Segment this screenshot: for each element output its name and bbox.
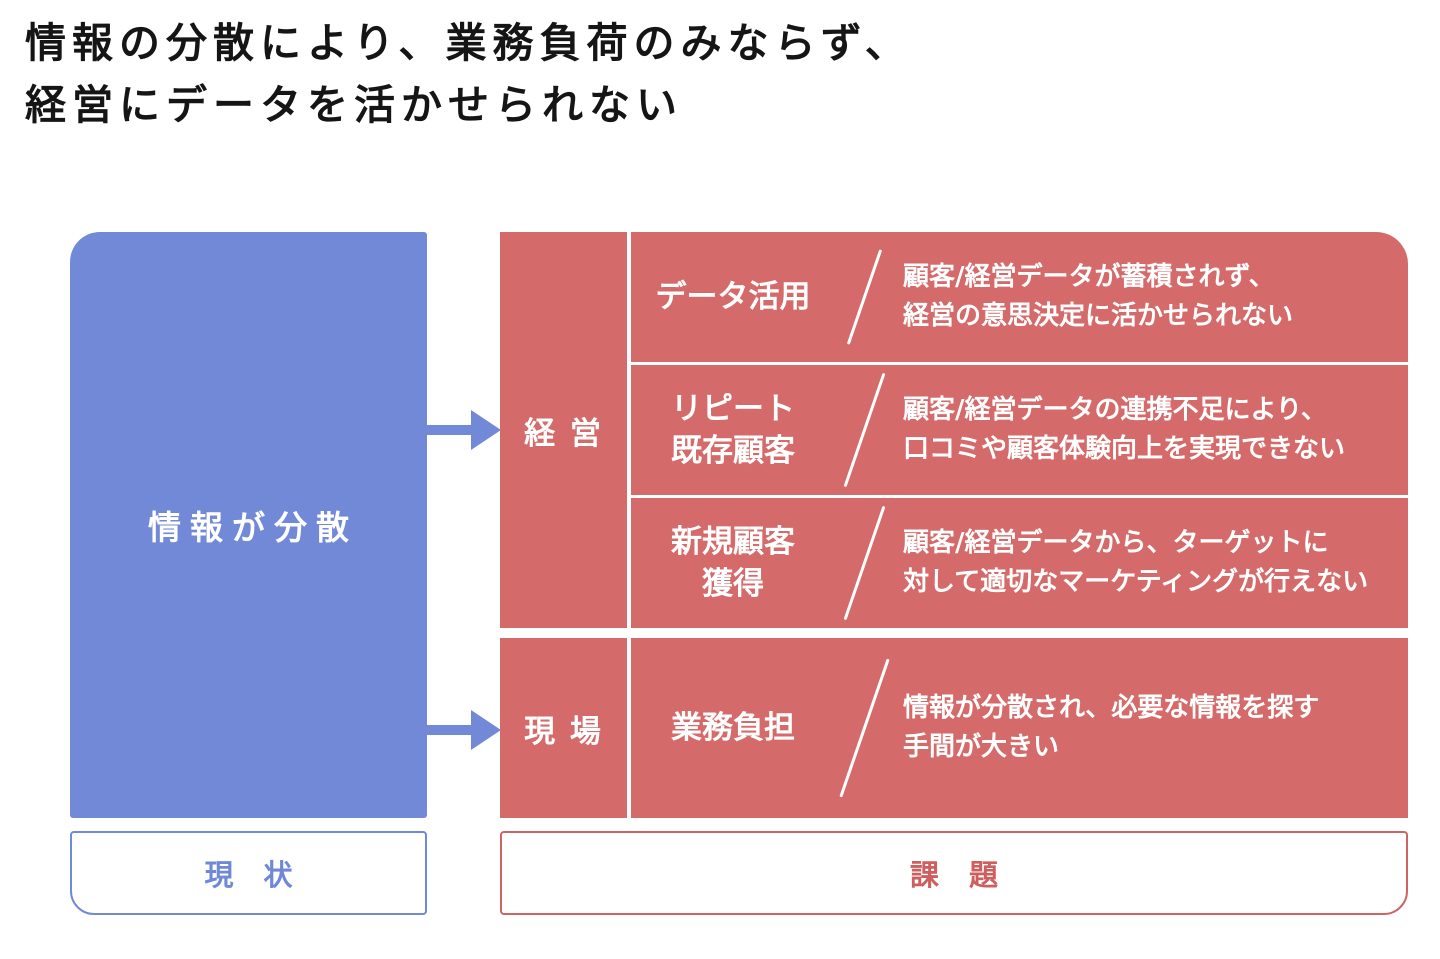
page-title: 情報の分散により、業務負荷のみならず、 経営にデータを活かせられない — [25, 12, 912, 136]
issue-label-line-1: 新規顧客 — [671, 524, 795, 560]
issue-desc-line-1: 顧客/経営データから、ターゲットに — [903, 528, 1329, 558]
issue-row-workload: 業務負担 情報が分散され、必要な情報を探す 手間が大きい — [631, 638, 1408, 818]
issue-label-line-2: 既存顧客 — [671, 433, 795, 469]
slash-divider — [835, 247, 893, 347]
slash-divider — [835, 370, 893, 490]
issue-desc-line-2: 対して適切なマーケティングが行えない — [903, 567, 1369, 597]
issue-desc-line-2: 手間が大きい — [903, 732, 1060, 762]
issues-footer-label: 課 題 — [500, 831, 1408, 915]
arrow-head — [471, 410, 501, 450]
title-line-2: 経営にデータを活かせられない — [25, 81, 683, 129]
issue-description: 情報が分散され、必要な情報を探す 手間が大きい — [893, 689, 1408, 767]
issue-description: 顧客/経営データが蓄積されず、 経営の意思決定に活かせられない — [893, 258, 1408, 336]
arrow-head — [471, 710, 501, 750]
issue-desc-line-2: 経営の意思決定に活かせられない — [903, 301, 1294, 331]
group-label-field: 現 場 — [500, 638, 627, 818]
issue-desc-line-1: 顧客/経営データの連携不足により、 — [903, 395, 1327, 425]
field-issue-rows: 業務負担 情報が分散され、必要な情報を探す 手間が大きい — [631, 638, 1408, 818]
issue-desc-line-1: 情報が分散され、必要な情報を探す — [903, 693, 1320, 723]
issue-label-line-1: リピート — [671, 391, 795, 427]
current-state-footer-label: 現 状 — [70, 831, 427, 915]
current-state-box: 情報が分散 — [70, 232, 427, 818]
issue-label: 新規顧客 獲得 — [631, 521, 835, 605]
arrow-shaft — [427, 725, 471, 735]
issue-description: 顧客/経営データから、ターゲットに 対して適切なマーケティングが行えない — [893, 524, 1408, 602]
title-line-1: 情報の分散により、業務負荷のみならず、 — [25, 19, 912, 67]
issue-row-repeat-existing-customers: リピート 既存顧客 顧客/経営データの連携不足により、 口コミや顧客体験向上を実… — [631, 365, 1408, 495]
issue-label-line-1: データ活用 — [655, 279, 811, 315]
issue-label-line-2: 獲得 — [702, 566, 764, 602]
footer-text-current-state: 現 状 — [204, 858, 303, 892]
field-issues-group: 現 場 業務負担 情報が分散され、必要な情報を探す 手間が大きい — [500, 638, 1408, 818]
issue-label: リピート 既存顧客 — [631, 388, 835, 472]
issue-row-new-customer-acquisition: 新規顧客 獲得 顧客/経営データから、ターゲットに 対して適切なマーケティングが… — [631, 498, 1408, 628]
slash-divider — [835, 503, 893, 623]
issue-label: 業務負担 — [631, 707, 835, 749]
issue-description: 顧客/経営データの連携不足により、 口コミや顧客体験向上を実現できない — [893, 391, 1408, 469]
management-issue-rows: データ活用 顧客/経営データが蓄積されず、 経営の意思決定に活かせられない リピ… — [631, 232, 1408, 628]
slash-divider — [835, 655, 893, 801]
arrow-right-icon — [427, 710, 501, 750]
arrow-shaft — [427, 425, 471, 435]
footer-text-issues: 課 題 — [909, 858, 1009, 892]
issue-row-data-utilization: データ活用 顧客/経営データが蓄積されず、 経営の意思決定に活かせられない — [631, 232, 1408, 362]
arrow-right-icon — [427, 410, 501, 450]
current-state-box-label: 情報が分散 — [148, 508, 358, 547]
issue-label-line-1: 業務負担 — [671, 710, 795, 746]
management-issues-group: 経 営 データ活用 顧客/経営データが蓄積されず、 経営の意思決定に活かせられな… — [500, 232, 1408, 628]
issue-label: データ活用 — [631, 276, 835, 318]
group-label-management: 経 営 — [500, 232, 627, 628]
issue-desc-line-2: 口コミや顧客体験向上を実現できない — [903, 434, 1346, 464]
issue-desc-line-1: 顧客/経営データが蓄積されず、 — [903, 262, 1275, 292]
